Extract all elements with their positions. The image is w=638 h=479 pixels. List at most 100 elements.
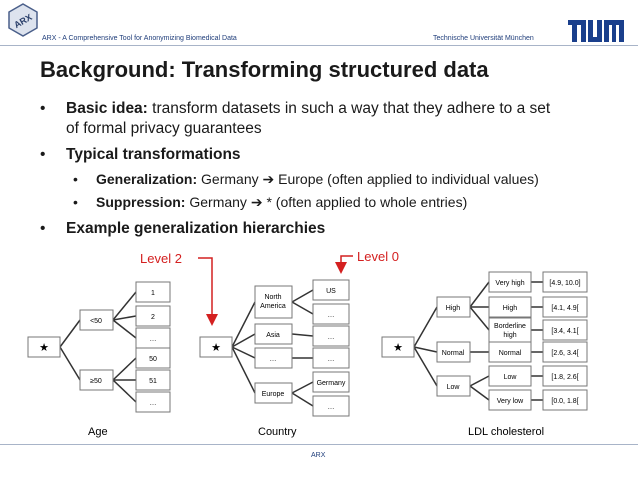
country-leaf-label: …	[328, 404, 335, 411]
age-node	[79, 309, 114, 331]
bullet-dot: •	[40, 146, 46, 163]
ldl-node	[436, 341, 471, 363]
age-leaf	[135, 369, 171, 391]
ldl-sub-node-label: high	[503, 332, 516, 339]
ldl-tree: ★ High Normal Low Very high High Borderl…	[381, 271, 588, 411]
ldl-leaf	[542, 271, 588, 293]
ldl-leaf	[542, 389, 588, 411]
country-node	[254, 323, 293, 345]
age-leaf-label: 51	[149, 378, 157, 385]
ldl-sub-node-label: High	[503, 305, 518, 312]
country-root-node	[199, 336, 233, 358]
ldl-leaf	[542, 296, 588, 318]
sub-bullet-dot: •	[73, 194, 78, 210]
ldl-leaf	[542, 341, 588, 363]
ldl-sub-node	[488, 271, 532, 293]
bullet-basic-idea-text: transform datasets in such a way that th…	[147, 100, 551, 117]
country-node	[254, 382, 293, 404]
ldl-sub-node	[488, 296, 532, 318]
country-leaf-label: …	[328, 312, 335, 319]
age-node	[79, 369, 114, 391]
country-node-label: …	[270, 356, 277, 363]
ldl-node-label: Normal	[442, 350, 465, 357]
bullet-typical-transformations: Typical transformations	[66, 146, 241, 163]
country-leaf	[312, 279, 350, 301]
star-icon: ★	[39, 342, 49, 354]
country-node-label: Asia	[266, 332, 280, 339]
age-root-node	[27, 336, 61, 358]
caption-age: Age	[88, 426, 108, 438]
country-leaf	[312, 325, 350, 347]
level2-label: Level 2	[140, 251, 182, 266]
country-leaf	[312, 347, 350, 369]
bullet-basic-idea-line2: of formal privacy guarantees	[66, 120, 262, 137]
ldl-node-label: Low	[447, 384, 461, 391]
ldl-node	[436, 375, 471, 397]
country-leaf-label: US	[326, 288, 336, 295]
sub-bullet-dot: •	[73, 171, 78, 187]
age-leaf-label: 1	[151, 290, 155, 297]
header-right-text: Technische Universität München	[433, 35, 534, 42]
country-leaf	[312, 371, 350, 393]
country-node-label: North	[264, 294, 281, 301]
age-node-label: ≥50	[90, 378, 102, 385]
country-tree: ★ North America Asia … Europe US … … … G…	[199, 279, 350, 417]
bullet-basic-idea-label: Basic idea:	[66, 100, 148, 117]
country-node	[254, 285, 293, 319]
tum-logo	[568, 20, 624, 42]
header-divider	[0, 45, 638, 46]
arrow-right-icon: ➔	[262, 171, 275, 187]
country-leaf-label: …	[328, 334, 335, 341]
bullet-basic-idea: Basic idea: transform datasets in such a…	[66, 99, 550, 118]
header-left-text: ARX - A Comprehensive Tool for Anonymizi…	[42, 35, 237, 42]
footer-divider	[0, 444, 638, 445]
sub-bullet-suppression: Suppression: Germany ➔ * (often applied …	[96, 193, 467, 211]
footer-text: ARX	[311, 452, 326, 459]
generalization-label: Generalization:	[96, 171, 198, 187]
ldl-leaf-label: [4.1, 4.9[	[551, 305, 578, 312]
ldl-leaf-label: [4.9, 10.0]	[549, 280, 580, 287]
ldl-leaf-label: [2.6, 3.4[	[551, 350, 578, 357]
arrow-right-icon: ➔	[250, 194, 263, 210]
ldl-leaf-label: [1.8, 2.6[	[551, 374, 578, 381]
ldl-node-label: High	[446, 305, 461, 312]
ldl-sub-node-label: Very low	[497, 398, 524, 405]
age-node-label: <50	[90, 318, 102, 325]
age-leaf	[135, 281, 171, 303]
age-leaf	[135, 305, 171, 327]
star-icon: ★	[393, 342, 403, 354]
star-icon: ★	[211, 342, 221, 354]
country-node-label: Europe	[262, 391, 285, 398]
ldl-root-node	[381, 336, 415, 358]
country-leaf-label: Germany	[317, 380, 346, 387]
country-leaf	[312, 395, 350, 417]
ldl-leaf-label: [0.0, 1.8[	[551, 398, 578, 405]
bullet-dot: •	[40, 220, 46, 237]
sub-bullet-generalization: Generalization: Germany ➔ Europe (often …	[96, 170, 539, 188]
ldl-leaf	[542, 365, 588, 387]
ldl-sub-node-label: Borderline	[494, 323, 526, 330]
bullet-example-hierarchies: Example generalization hierarchies	[66, 220, 326, 237]
ldl-sub-node	[488, 365, 532, 387]
generalization-from: Germany	[197, 171, 259, 187]
age-leaf-label: …	[150, 336, 157, 343]
caption-ldl: LDL cholesterol	[468, 426, 545, 438]
ldl-node	[436, 296, 471, 318]
age-leaf-label: …	[150, 400, 157, 407]
level2-arrow	[198, 257, 218, 326]
country-node	[254, 347, 293, 369]
age-tree: ★ <50 ≥50 1 2 … 50 51 …	[27, 281, 171, 413]
hierarchy-diagrams: Level 2 Level 0 ★ <50 ≥50 1 2 … 50 51 …	[27, 249, 588, 417]
country-node-label: America	[260, 303, 286, 310]
country-leaf	[312, 303, 350, 325]
ldl-sub-node	[488, 341, 532, 363]
level0-arrow	[335, 255, 353, 274]
ldl-sub-node-label: Very high	[495, 280, 524, 287]
arx-logo: ARX	[8, 3, 38, 37]
slide-title: Background: Transforming structured data	[40, 57, 489, 82]
ldl-sub-node-label: Normal	[499, 350, 522, 357]
age-leaf	[135, 391, 171, 413]
generalization-to: Europe (often applied to individual valu…	[274, 171, 539, 187]
ldl-leaf-label: [3.4, 4.1[	[551, 328, 578, 335]
bullet-dot: •	[40, 100, 46, 117]
